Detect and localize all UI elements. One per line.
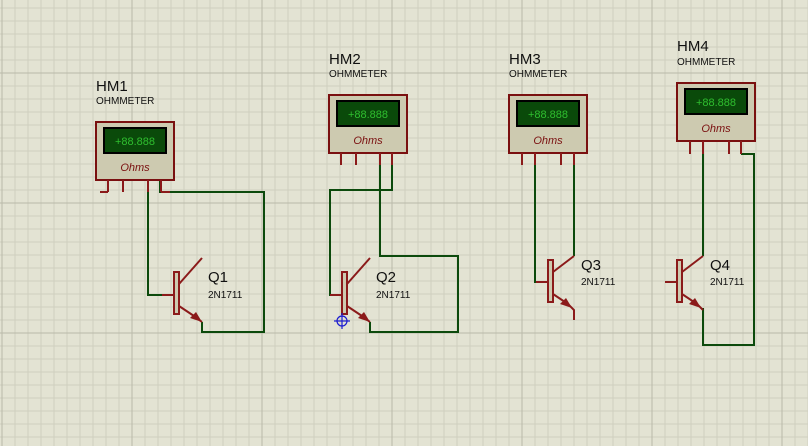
meter-type-label: OHMMETER	[677, 57, 735, 68]
lcd-readout: +88.888	[528, 109, 568, 121]
crosshair-cursor-icon	[334, 313, 350, 329]
transistor-q3[interactable]: Q3 2N1711	[536, 255, 616, 320]
unit-label: Ohms	[533, 135, 563, 147]
unit-label: Ohms	[353, 135, 383, 147]
wire-hm4-q4-emitter[interactable]	[702, 153, 755, 346]
meter-ref-label: HM2	[329, 51, 361, 68]
meter-type-label: OHMMETER	[96, 96, 154, 107]
transistor-part-label: 2N1711	[710, 277, 745, 288]
emitter-arrow-icon	[689, 298, 701, 308]
collector-lead	[552, 255, 575, 273]
unit-label: Ohms	[120, 162, 150, 174]
lcd-display	[336, 100, 400, 127]
base-bar	[676, 259, 683, 303]
meter-ref-label: HM3	[509, 51, 541, 68]
lcd-display	[516, 100, 580, 127]
base-bar	[173, 271, 180, 315]
ohmmeter-hm1[interactable]: HM1 OHMMETER +88.888 Ohms	[95, 78, 175, 193]
meter-pins	[521, 153, 575, 165]
ohmmeter-hm2[interactable]: HM2 OHMMETER +88.888 Ohms	[328, 51, 408, 165]
meter-type-label: OHMMETER	[509, 69, 567, 80]
transistor-part-label: 2N1711	[376, 290, 411, 301]
unit-label: Ohms	[701, 123, 731, 135]
transistor-ref-label: Q4	[710, 257, 730, 274]
lcd-readout: +88.888	[348, 109, 388, 121]
meter-pins	[100, 180, 170, 193]
meter-ref-label: HM1	[96, 78, 128, 95]
ohmmeter-hm3[interactable]: HM3 OHMMETER +88.888 Ohms	[508, 51, 588, 165]
transistor-q2[interactable]: Q2 2N1711	[330, 257, 411, 323]
meter-ref-label: HM4	[677, 38, 709, 55]
collector-lead	[346, 257, 371, 285]
transistor-q1[interactable]: Q1 2N1711	[162, 257, 243, 323]
lcd-display	[684, 88, 748, 115]
base-bar	[341, 271, 348, 315]
lcd-readout: +88.888	[115, 136, 155, 148]
emitter-arrow-icon	[560, 298, 572, 308]
meter-type-label: OHMMETER	[329, 69, 387, 80]
transistor-ref-label: Q1	[208, 269, 228, 286]
collector-lead	[178, 257, 203, 285]
transistor-ref-label: Q2	[376, 269, 396, 286]
meter-pins	[689, 141, 742, 154]
transistor-q4[interactable]: Q4 2N1711	[665, 255, 745, 311]
transistor-part-label: 2N1711	[208, 290, 243, 301]
transistor-ref-label: Q3	[581, 257, 601, 274]
lcd-readout: +88.888	[696, 97, 736, 109]
ohmmeter-hm4[interactable]: HM4 OHMMETER +88.888 Ohms	[676, 38, 756, 154]
base-bar	[547, 259, 554, 303]
collector-lead	[681, 255, 704, 273]
emitter-arrow-icon	[358, 312, 370, 322]
lcd-display	[103, 127, 167, 154]
wire-hm2-q2-emitter[interactable]	[369, 154, 459, 333]
transistor-part-label: 2N1711	[581, 277, 616, 288]
emitter-arrow-icon	[190, 312, 202, 322]
meter-pins	[340, 153, 393, 165]
